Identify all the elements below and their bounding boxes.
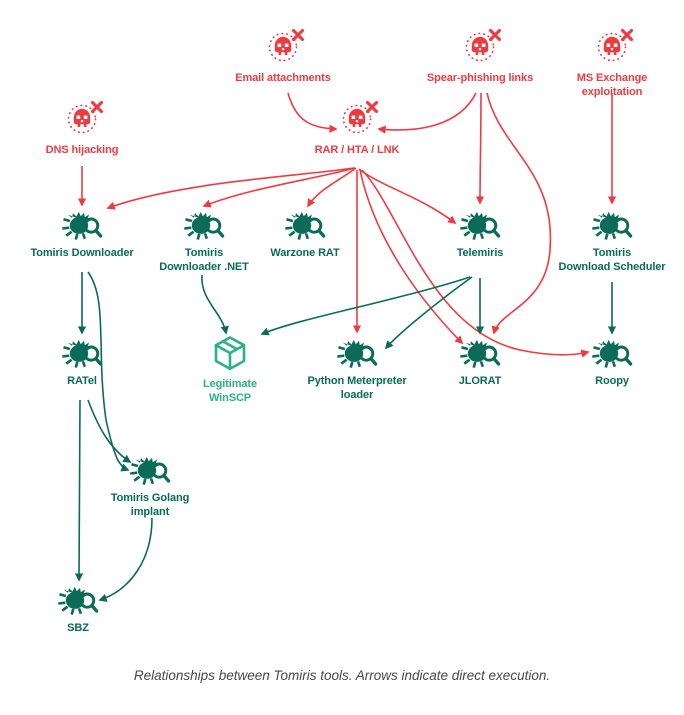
skull-x-icon <box>341 100 379 135</box>
skull-x-icon <box>66 100 104 135</box>
bug-magnifier-icon <box>56 585 99 617</box>
edge-ratel-to-sbz <box>74 399 84 582</box>
package-box-icon <box>214 336 246 371</box>
bug-magnifier-icon <box>128 455 171 487</box>
skull-x-icon <box>596 28 634 63</box>
bug-magnifier-icon <box>182 210 225 242</box>
node-dns_hijacking[interactable]: DNS hijacking <box>46 100 119 157</box>
nodes-layer: Email attachments Spear-phishing links MS … <box>30 28 667 634</box>
skull-x-icon <box>464 28 502 63</box>
edge-rar_hta_lnk-to-roopy <box>361 169 590 358</box>
edge-rar_hta_lnk-to-tomiris_downloader_net <box>202 167 356 208</box>
edge-tomiris_golang_implant-to-sbz <box>98 517 153 602</box>
node-sbz[interactable]: SBZ <box>56 585 99 634</box>
edge-ratel-to-tomiris_golang_implant <box>87 399 132 463</box>
node-label-email_attachments: Email attachments <box>235 72 331 84</box>
node-email_attachments[interactable]: Email attachments <box>235 28 331 85</box>
edges-layer <box>74 92 617 602</box>
node-label-jlorat: JLORAT <box>459 375 502 387</box>
node-label-warzone_rat: Warzone RAT <box>270 247 340 259</box>
figure-caption: Relationships between Tomiris tools. Arr… <box>133 668 551 683</box>
node-label-dns_hijacking: DNS hijacking <box>46 144 119 156</box>
edge-telemiris-to-legitimate_winscp <box>260 276 471 336</box>
edge-spear_phishing-to-rar_hta_lnk <box>377 92 477 134</box>
skull-x-icon <box>267 28 305 63</box>
node-spear_phishing[interactable]: Spear-phishing links <box>427 28 533 85</box>
bug-magnifier-icon <box>60 338 103 370</box>
node-label-roopy: Roopy <box>595 375 630 387</box>
bug-magnifier-icon <box>283 210 326 242</box>
node-roopy[interactable]: Roopy <box>590 338 633 387</box>
bug-magnifier-icon <box>335 338 378 370</box>
bug-magnifier-icon <box>458 210 501 242</box>
node-tomiris_downloader[interactable]: Tomiris Downloader <box>30 210 134 259</box>
bug-magnifier-icon <box>590 210 633 242</box>
edge-tomiris_downloader_net-to-legitimate_winscp <box>201 274 229 335</box>
bug-magnifier-icon <box>458 338 501 370</box>
node-ratel[interactable]: RATel <box>60 338 103 387</box>
edge-email_attachments-to-rar_hta_lnk <box>287 92 338 133</box>
node-label-ratel: RATel <box>67 375 97 387</box>
edge-spear_phishing-to-telemiris <box>475 92 485 205</box>
node-rar_hta_lnk[interactable]: RAR / HTA / LNK <box>315 100 400 157</box>
node-label-telemiris: Telemiris <box>457 247 504 259</box>
node-jlorat[interactable]: JLORAT <box>458 338 502 387</box>
bug-magnifier-icon <box>60 210 103 242</box>
tomiris-relationship-diagram: Email attachments Spear-phishing links MS … <box>30 28 667 634</box>
edge-rar_hta_lnk-to-tomiris_downloader <box>106 167 355 210</box>
node-warzone_rat[interactable]: Warzone RAT <box>270 210 340 259</box>
edge-rar_hta_lnk-to-warzone_rat <box>307 167 357 208</box>
bug-magnifier-icon <box>590 338 633 370</box>
edge-tomiris_downloader-to-tomiris_golang_implant <box>87 271 130 472</box>
node-telemiris[interactable]: Telemiris <box>457 210 504 259</box>
node-label-rar_hta_lnk: RAR / HTA / LNK <box>315 144 400 156</box>
node-label-sbz: SBZ <box>67 622 89 634</box>
node-label-tomiris_downloader: Tomiris Downloader <box>30 247 134 259</box>
edge-telemiris-to-python_meterpreter_loader <box>384 276 473 350</box>
edge-spear_phishing-to-jlorat <box>486 92 552 335</box>
node-label-spear_phishing: Spear-phishing links <box>427 72 533 84</box>
edge-rar_hta_lnk-to-jlorat <box>359 169 464 345</box>
